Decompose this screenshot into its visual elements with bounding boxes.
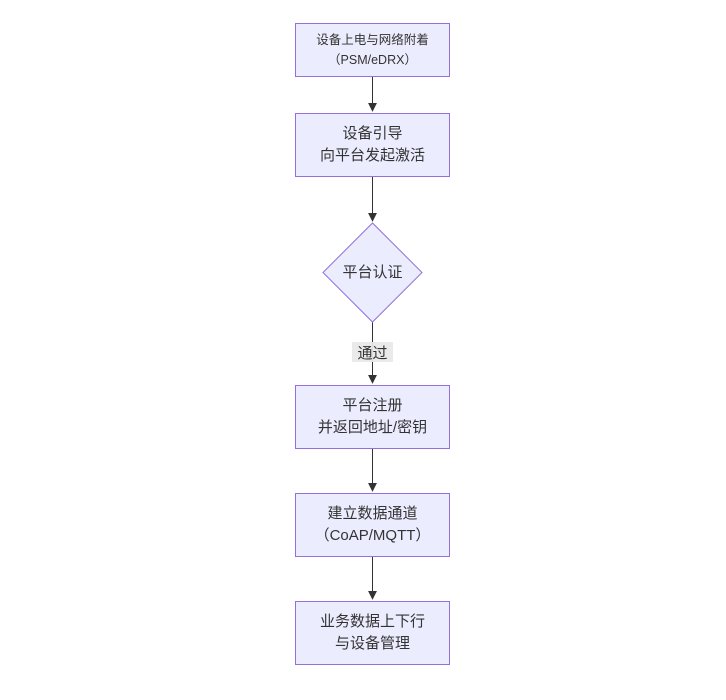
node-label-line: 设备上电与网络附着: [316, 33, 429, 47]
node-label-line: 设备引导: [342, 125, 403, 142]
node-label-line: 平台注册: [342, 397, 403, 414]
node-label-line: 建立数据通道: [327, 505, 418, 522]
node-label-line: 业务数据上下行: [319, 613, 425, 630]
node-label-line: （CoAP/MQTT）: [314, 527, 431, 544]
node-label-line: （PSM/eDRX）: [328, 53, 417, 67]
node-data-channel: 建立数据通道 （CoAP/MQTT）: [295, 493, 450, 557]
node-business-data: 业务数据上下行 与设备管理: [295, 601, 450, 665]
decision-platform-auth-label: 平台认证: [342, 264, 403, 281]
node-label-line: 向平台发起激活: [319, 147, 425, 164]
node-label-line: 并返回地址/密钥: [317, 419, 428, 436]
node-device-bootstrap: 设备引导 向平台发起激活: [295, 113, 450, 177]
node-label-line: 与设备管理: [334, 635, 410, 652]
edge-label-pass: 通过: [352, 342, 393, 362]
node-platform-register: 平台注册 并返回地址/密钥: [295, 385, 450, 449]
node-power-on-attach: 设备上电与网络附着 （PSM/eDRX）: [295, 23, 450, 77]
